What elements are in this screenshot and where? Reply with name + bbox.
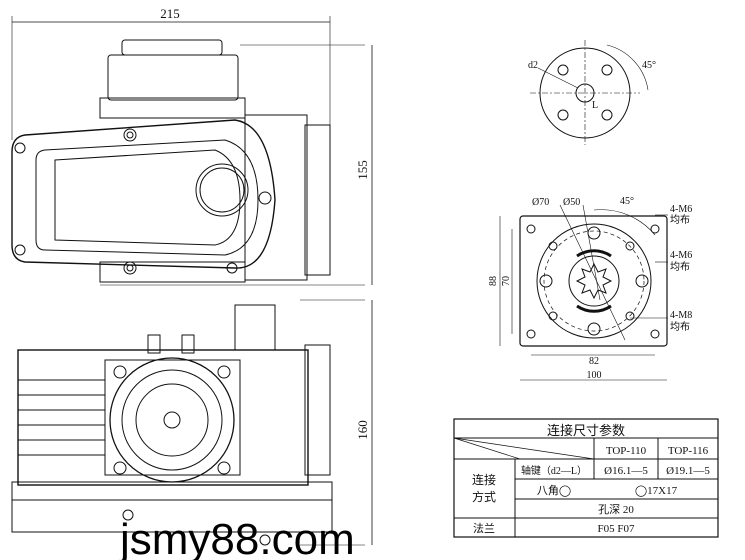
dim100-label: 100 [587,370,602,381]
row2-value: ◯17X17 [635,485,678,497]
row3-value: 孔深 20 [598,503,634,516]
actuator-top-view [11,39,365,286]
dimension-155: 155 [355,45,373,285]
watermark: jsmy88.com [118,515,355,560]
connection-table: 连接尺寸参数 TOP-110 TOP-116 连接 方式 轴键（d2—L） Ø1… [453,418,719,538]
L-label: L [592,100,598,111]
dim88-label: 88 [488,276,499,286]
note2-b: 均布 [670,261,690,273]
row4-value: F05 F07 [598,523,635,535]
flange-angle-label: 45° [620,196,634,207]
group-label-1: 连接 [472,472,496,487]
note1-b: 均布 [670,214,690,226]
dim82-label: 82 [589,356,599,367]
group-label-2: 方式 [472,489,496,504]
shaft-end-view: d2 L 45° [528,40,656,145]
note3-b: 均布 [670,321,690,333]
dim-155-label: 155 [355,160,370,180]
row4-label: 法兰 [473,521,495,535]
actuator-front-view [11,299,365,546]
dimension-215: 215 [11,6,331,140]
dim-215-label: 215 [160,6,180,21]
row1-v1: Ø16.1—5 [604,465,648,477]
row2-label: 八角◯ [537,484,571,497]
note2-a: 4-M6 [670,250,692,261]
col-top110: TOP-110 [606,445,647,457]
dia70-label: Ø70 [532,197,549,208]
note3-a: 4-M8 [670,310,692,321]
dia50-label: Ø50 [563,197,580,208]
d2-label: d2 [528,60,538,71]
col-top116: TOP-116 [668,445,709,457]
row1-label: 轴键（d2—L） [521,464,587,477]
row1-v2: Ø19.1—5 [666,465,710,477]
note1-a: 4-M6 [670,204,692,215]
dim70-label: 70 [501,276,512,286]
table-title: 连接尺寸参数 [547,423,625,438]
angle-label: 45° [642,60,656,71]
dim-160-label: 160 [355,420,370,440]
dimension-160: 160 [355,300,373,545]
flange-view: Ø70 Ø50 45° 4-M6 均布 4-M6 均布 4-M8 均布 88 7… [488,196,692,381]
